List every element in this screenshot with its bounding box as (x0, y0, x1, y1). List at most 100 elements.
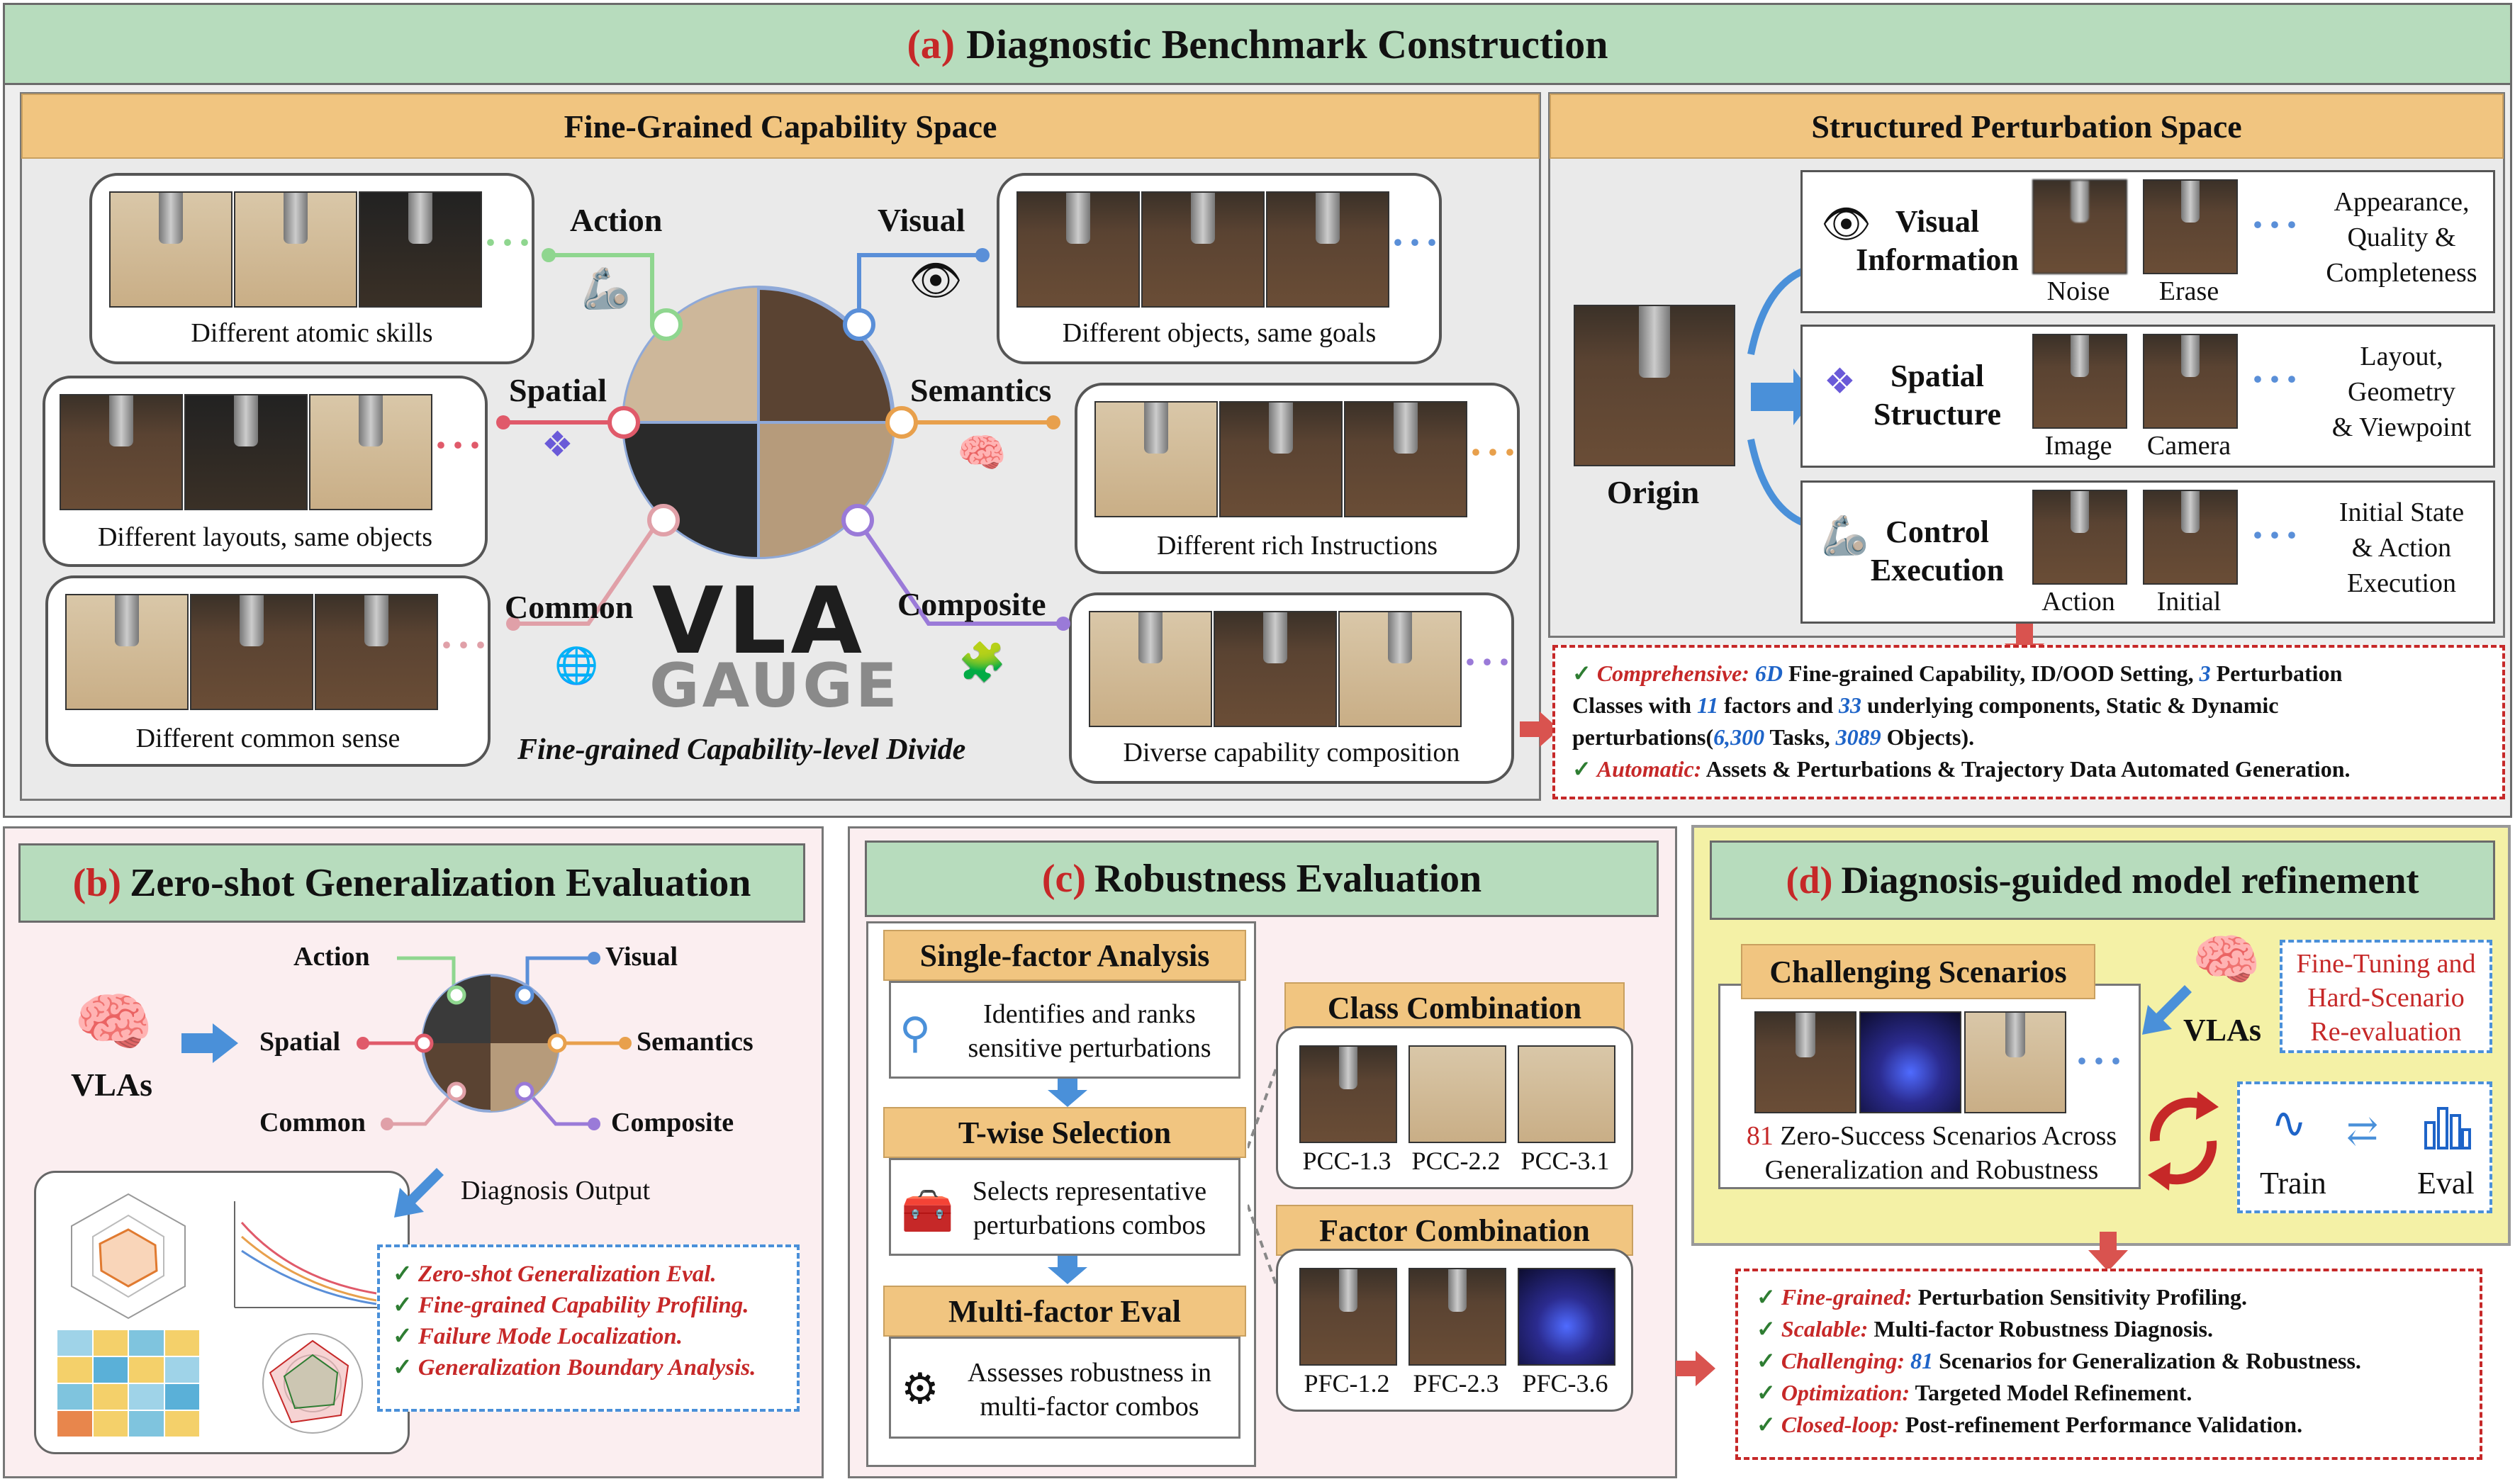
visual-desc-1: Appearance, (2334, 187, 2470, 217)
diagnosis-charts-card (34, 1171, 410, 1454)
visual-info-l1: Visual (1895, 204, 1980, 239)
thumb (1266, 191, 1389, 308)
d-summary-line: ✓ Challenging: 81 Scenarios for Generali… (1757, 1348, 2361, 1373)
zero-success-l1: 81 Zero-Success Scenarios Across (1746, 1121, 2117, 1151)
single-desc-1: Identifies and ranks (983, 999, 1196, 1029)
thumb (1141, 191, 1265, 308)
d-summary-line: ✓ Optimization: Targeted Model Refinemen… (1757, 1380, 2192, 1405)
thumb (359, 191, 482, 308)
robot-arm-icon: 🦾 (1821, 515, 1869, 557)
single-desc-2: sensitive perturbations (968, 1033, 1211, 1063)
card-atomic-label: Different atomic skills (191, 318, 433, 348)
cap-label-action: Action (570, 202, 663, 238)
panel-d-title: Diagnosis-guided model refinement (1841, 859, 2419, 901)
brain-icon: 🧠 (957, 432, 1007, 476)
action-thumb (2032, 490, 2127, 585)
b-cap-action: Action (293, 942, 370, 972)
thumb (1094, 401, 1218, 517)
initial-thumb (2143, 490, 2238, 585)
molecule-icon: ❖ (542, 425, 573, 464)
card-instructions-label: Different rich Instructions (1156, 531, 1438, 561)
more-dots: ··· (2251, 512, 2302, 558)
panel-a-title: Diagnostic Benchmark Construction (966, 21, 1608, 67)
cycle-icon: ⇄ (2346, 1110, 2379, 1152)
b-bullet: ✓ Fine-grained Capability Profiling. (393, 1293, 749, 1318)
image-thumb (2032, 334, 2127, 429)
pfc-label: PFC-1.2 (1304, 1369, 1390, 1398)
camera-thumb (2143, 334, 2238, 429)
b-bullet: ✓ Generalization Boundary Analysis. (393, 1355, 756, 1381)
gear-chart-icon: ⚙ (901, 1366, 939, 1412)
camera-label: Camera (2146, 431, 2231, 461)
pfc-thumb (1518, 1268, 1615, 1366)
origin-thumb (1574, 305, 1735, 466)
thumb (60, 394, 183, 510)
summary-line-1: ✓ Comprehensive: 6D Fine-grained Capabil… (1572, 661, 2343, 686)
challenging-title: Challenging Scenarios (1741, 944, 2095, 999)
step-arrow-1 (1048, 1079, 1087, 1107)
spatial-struct-l2: Structure (1873, 397, 2002, 432)
more-dots: ··· (439, 622, 491, 668)
summary-line-2: Classes with 11 factors and 33 underlyin… (1572, 692, 2279, 718)
card-different-objects: ··· Different objects, same goals (997, 173, 1442, 364)
thumb (1089, 611, 1212, 727)
thumb (190, 594, 313, 710)
panel-d-title-bar: (d) Diagnosis-guided model refinement (1710, 841, 2495, 920)
visual-desc-3: Completeness (2326, 258, 2477, 288)
visual-desc-2: Quality & (2347, 223, 2456, 252)
thumb (1214, 611, 1337, 727)
panel-b-letter: (b) (72, 861, 122, 905)
noise-label: Noise (2046, 276, 2110, 306)
thumb (65, 594, 189, 710)
thumb (184, 394, 308, 510)
globe-icon: 🌐 (554, 646, 599, 685)
thumb (109, 191, 233, 308)
more-dots: ··· (434, 422, 486, 468)
zero-success-l2: Generalization and Robustness (1764, 1155, 2099, 1185)
multi-desc-2: multi-factor combos (980, 1392, 1199, 1422)
panel-b-bullets: ✓ Zero-shot Generalization Eval. ✓ Fine-… (377, 1244, 800, 1412)
thumb (1016, 191, 1140, 308)
panel-d-summary: ✓ Fine-grained: Perturbation Sensitivity… (1735, 1269, 2482, 1460)
card-common-sense: ··· Different common sense (45, 575, 491, 767)
b-cap-semantics: Semantics (637, 1027, 754, 1057)
pcc-thumb (1518, 1045, 1615, 1143)
control-desc-3: Execution (2346, 568, 2457, 598)
finetune-box: Fine-Tuning and Hard-Scenario Re-evaluat… (2280, 940, 2492, 1053)
thumb (309, 394, 432, 510)
panel-d-letter: (d) (1786, 859, 1833, 901)
train-label: Train (2260, 1166, 2326, 1201)
thumb (1338, 611, 1462, 727)
perturbation-control: 🦾 Control Execution Action Initial ··· I… (1800, 480, 2495, 624)
more-dots: ··· (1391, 219, 1443, 266)
image-label: Image (2044, 431, 2112, 461)
red-arrow-right (1520, 712, 1559, 747)
spider-chart-thumb (262, 1333, 363, 1434)
logo-vla: VLA (652, 567, 867, 675)
puzzle-icon: 🧩 (958, 641, 1007, 684)
summary-line-4: ✓ Automatic: Assets & Perturbations & Tr… (1572, 756, 2351, 782)
d-summary-line: ✓ Closed-loop: Post-refinement Performan… (1757, 1412, 2303, 1437)
step-single-factor-box: ⚲ Identifies and ranks sensitive perturb… (889, 981, 1240, 1079)
step-multi-factor-box: ⚙ Assesses robustness in multi-factor co… (889, 1337, 1240, 1439)
finetune-l2: Hard-Scenario (2307, 983, 2465, 1013)
erase-thumb (2143, 179, 2238, 274)
factor-combination-box: PFC-1.2 PFC-2.3 PFC-3.6 (1276, 1249, 1633, 1412)
panel-b-title-bar: (b) Zero-shot Generalization Evaluation (18, 843, 805, 923)
card-common-label: Different common sense (135, 724, 401, 753)
pfc-label: PFC-2.3 (1413, 1369, 1499, 1398)
origin-label: Origin (1606, 474, 1700, 510)
refresh-icon (2148, 1091, 2219, 1191)
line-chart-thumb (234, 1201, 383, 1308)
pcc-label: PCC-1.3 (1302, 1147, 1391, 1175)
cap-label-composite: Composite (897, 586, 1046, 622)
pcc-label: PCC-2.2 (1411, 1147, 1501, 1175)
pfc-thumb (1299, 1268, 1397, 1366)
radar-chart-thumb (71, 1193, 186, 1320)
cap-label-visual: Visual (878, 202, 965, 238)
control-desc-2: & Action (2351, 533, 2452, 563)
red-arrow-down (2005, 624, 2044, 665)
b-bullet: ✓ Failure Mode Localization. (393, 1324, 683, 1349)
more-dots: ··· (2075, 1038, 2127, 1084)
